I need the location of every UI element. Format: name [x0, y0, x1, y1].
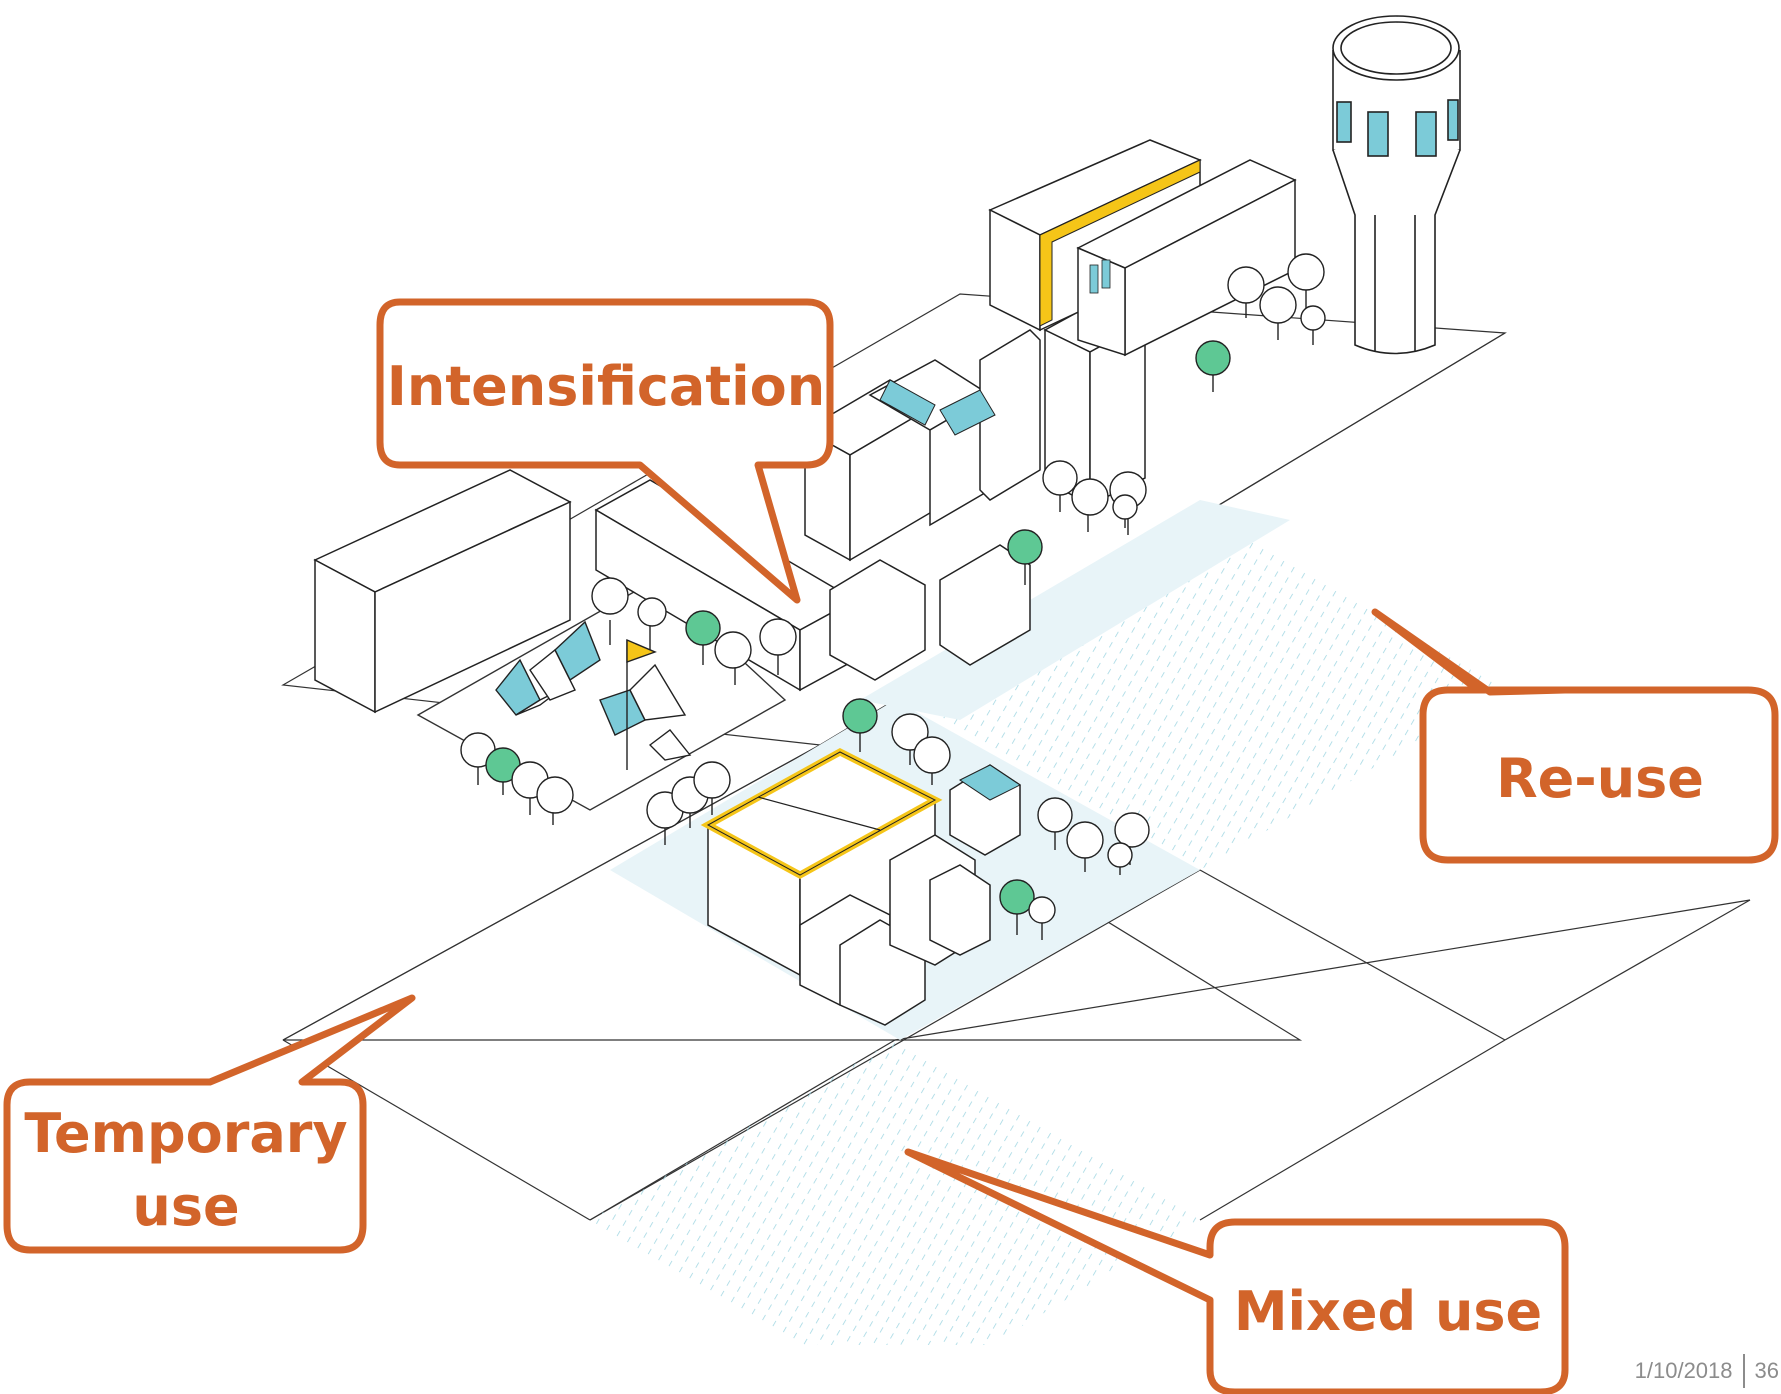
callout-reuse-label: Re-use	[1496, 747, 1704, 810]
tree-white	[1259, 286, 1297, 340]
tree-green	[1007, 529, 1043, 585]
tents	[495, 620, 692, 770]
slide-date: 1/10/2018	[1634, 1358, 1733, 1383]
tree-white	[1028, 896, 1056, 940]
tree-white	[1300, 305, 1326, 345]
tree-white	[591, 577, 629, 645]
slide-number: 36	[1754, 1358, 1779, 1383]
callout-temporary-label-line2: use	[132, 1175, 239, 1238]
tree-green	[1195, 340, 1231, 392]
tree-white	[1066, 821, 1104, 872]
trees	[460, 253, 1326, 940]
tree-white	[1042, 460, 1078, 512]
tree-white	[891, 713, 929, 765]
accent-details	[700, 159, 1201, 879]
callout-intensification: Intensification	[376, 298, 834, 604]
tree-white	[1287, 253, 1325, 310]
tree-green	[842, 698, 878, 752]
callout-mixed-use: Mixed use	[904, 1148, 1569, 1394]
tree-white	[637, 597, 667, 650]
tree-white	[714, 631, 752, 685]
tree-white	[1107, 842, 1133, 875]
callout-reuse: Re-use	[1371, 608, 1779, 864]
callout-temporary-label-line1: Temporary	[24, 1102, 347, 1165]
tree-white	[693, 761, 731, 815]
callout-temporary-use: Temporary use	[3, 994, 416, 1254]
tree-white	[1227, 266, 1265, 318]
tree-white	[536, 776, 574, 825]
tree-white	[759, 618, 797, 675]
callout-mixed-label: Mixed use	[1234, 1280, 1542, 1343]
mixed-use-plot-hatch	[590, 1040, 1200, 1345]
tree-white	[1114, 812, 1150, 865]
callout-intensification-label: Intensification	[387, 355, 825, 418]
slide-footer: 1/10/2018 36	[1635, 1354, 1779, 1388]
tree-white	[1071, 478, 1109, 532]
tree-white	[1112, 494, 1138, 535]
tree-green	[999, 879, 1035, 935]
tree-white	[913, 736, 951, 785]
tree-white	[1037, 797, 1073, 850]
plaza-tint-upper	[860, 500, 1290, 720]
tree-green	[685, 610, 721, 665]
footer-separator	[1742, 1354, 1745, 1388]
water-tower	[1332, 15, 1461, 355]
